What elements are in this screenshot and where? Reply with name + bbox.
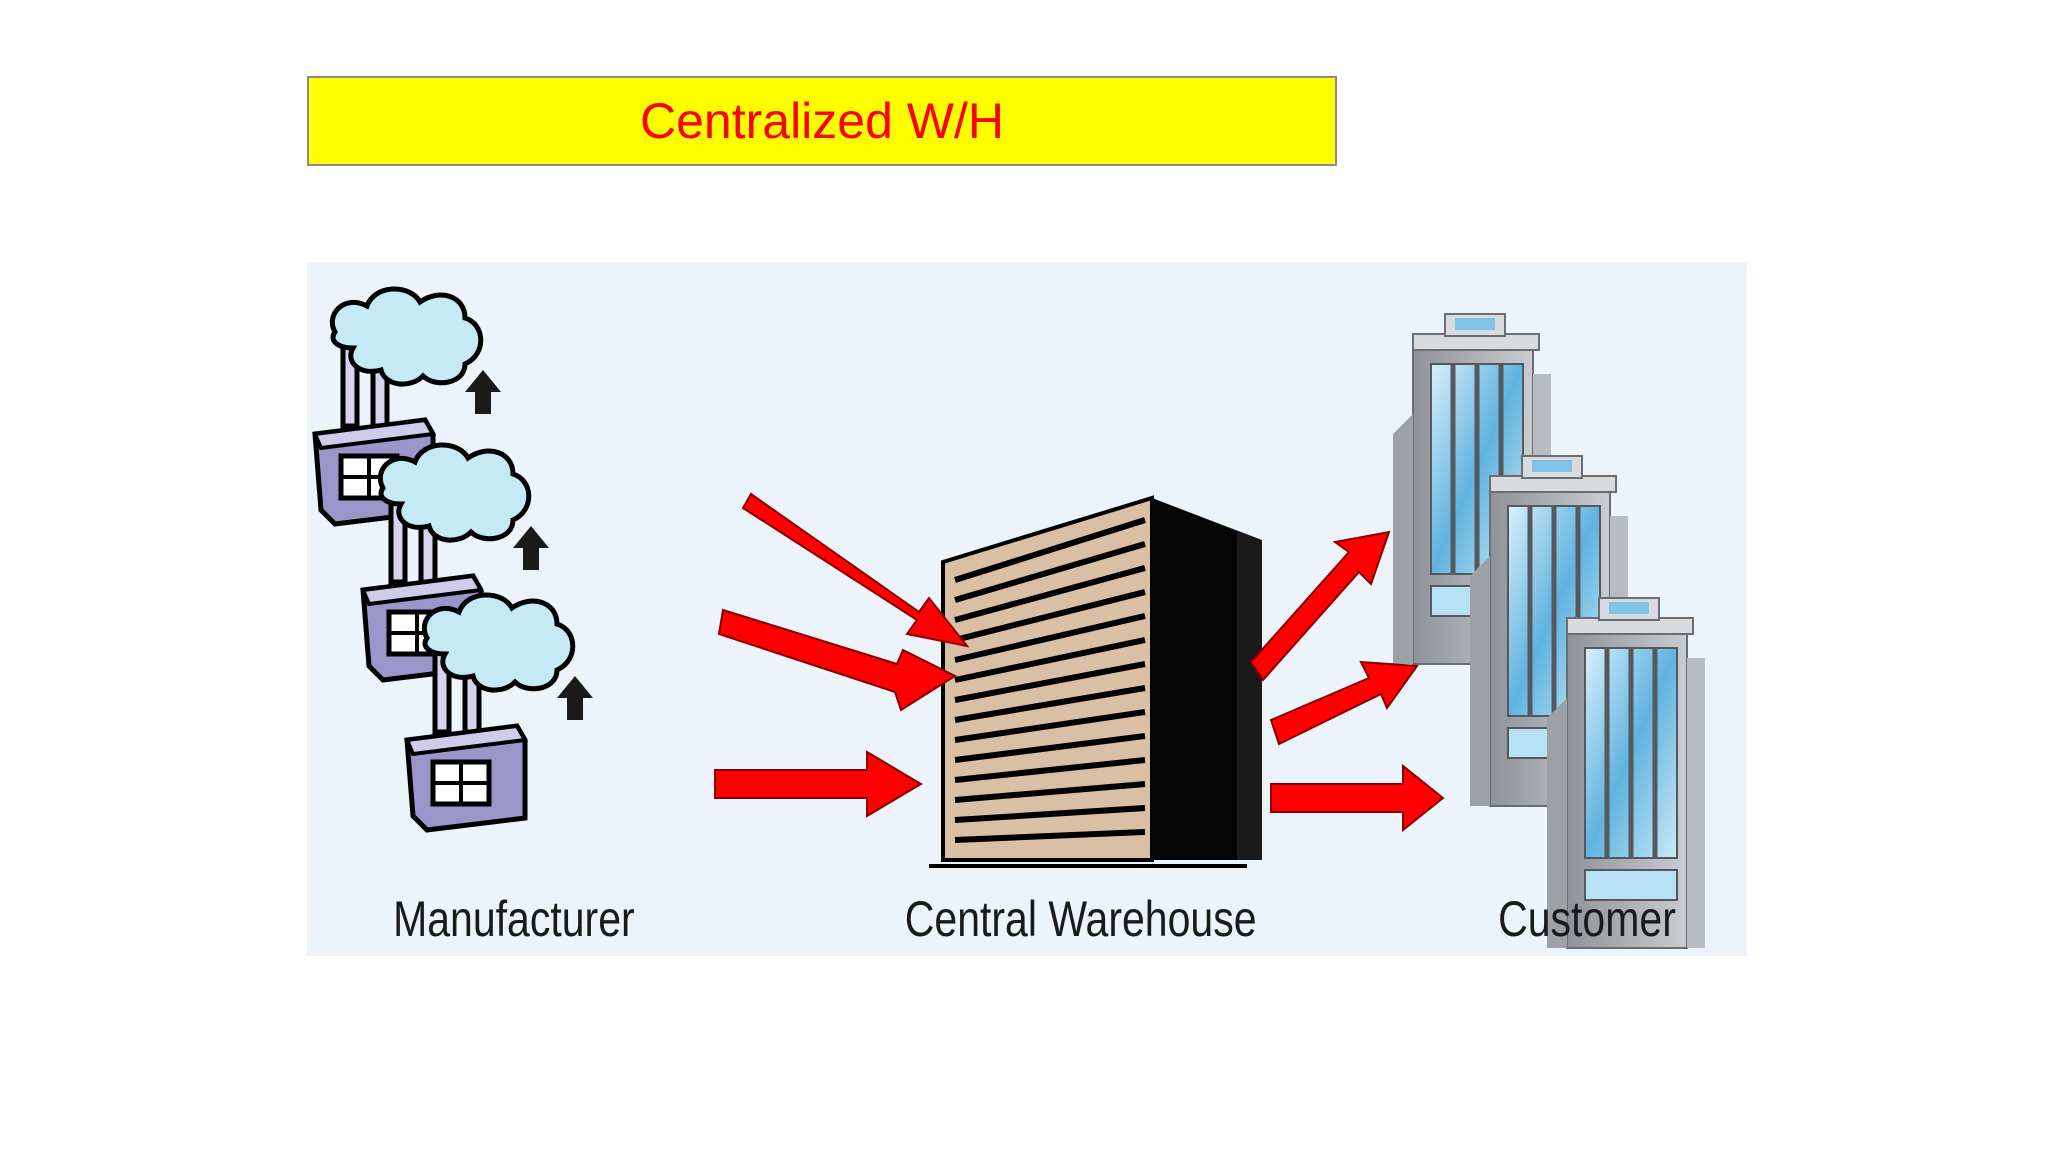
manufacturer-label: Manufacturer [393,891,635,947]
warehouse-building-icon [929,495,1262,868]
outbound-arrows [1249,530,1445,833]
distribution-diagram: Manufacturer Central Warehouse Customer [307,262,1747,956]
factory-icon [315,289,593,830]
title-banner: Centralized W/H [307,76,1337,166]
central-warehouse-label: Central Warehouse [904,891,1257,947]
arrow-outbound-1 [1249,530,1391,682]
arrow-outbound-3 [1270,763,1445,833]
arrow-inbound-2 [717,608,958,712]
diagram-canvas [307,262,1747,956]
arrow-outbound-2 [1269,660,1419,746]
slide-title: Centralized W/H [640,93,1004,149]
office-buildings-icon [1393,314,1705,948]
inbound-arrows [714,492,970,818]
customer-label: Customer [1498,891,1676,947]
arrow-inbound-1 [741,492,970,648]
arrow-inbound-3 [714,750,923,818]
